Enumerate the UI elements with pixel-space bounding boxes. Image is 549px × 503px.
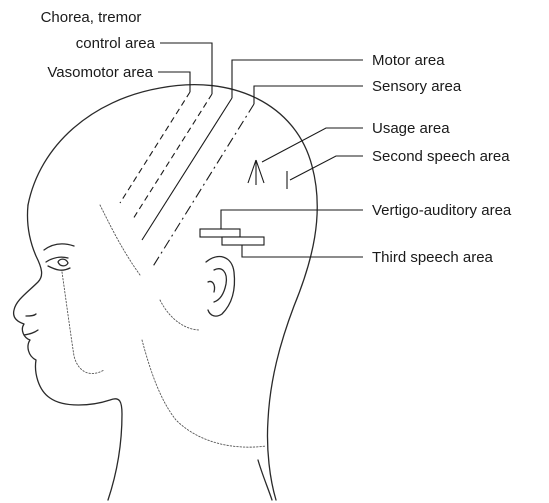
- motor-zone-line: [142, 98, 232, 240]
- vasomotor-zone-line: [120, 92, 190, 203]
- leader-lines: [158, 43, 363, 257]
- usage-leader: [262, 128, 363, 162]
- vertigo-leader: [221, 210, 363, 229]
- vasomotor-label: Vasomotor area: [47, 64, 153, 81]
- vertigo-label: Vertigo-auditory area: [372, 202, 512, 219]
- motor-leader: [232, 60, 363, 98]
- third-speech-label: Third speech area: [372, 249, 494, 266]
- head-outline: [14, 85, 318, 500]
- chorea-zone-line: [133, 94, 212, 219]
- sensory-label: Sensory area: [372, 78, 462, 95]
- usage-zone-left: [248, 160, 256, 183]
- motor-label: Motor area: [372, 52, 445, 69]
- vertigo-auditory-zone-rect: [200, 229, 240, 237]
- area-labels: Chorea, tremor control area Vasomotor ar…: [41, 9, 512, 266]
- second-speech-leader: [290, 156, 363, 180]
- usage-label: Usage area: [372, 120, 450, 137]
- sensory-leader: [254, 86, 363, 104]
- scalp-zones: [120, 92, 287, 268]
- second-speech-label: Second speech area: [372, 148, 510, 165]
- chorea-label-line2: control area: [76, 35, 156, 52]
- third-speech-zone-rect: [222, 237, 264, 245]
- vasomotor-leader: [158, 72, 190, 92]
- usage-zone-right: [256, 160, 264, 183]
- third-speech-leader: [242, 245, 363, 257]
- chorea-label-line1: Chorea, tremor: [41, 9, 142, 26]
